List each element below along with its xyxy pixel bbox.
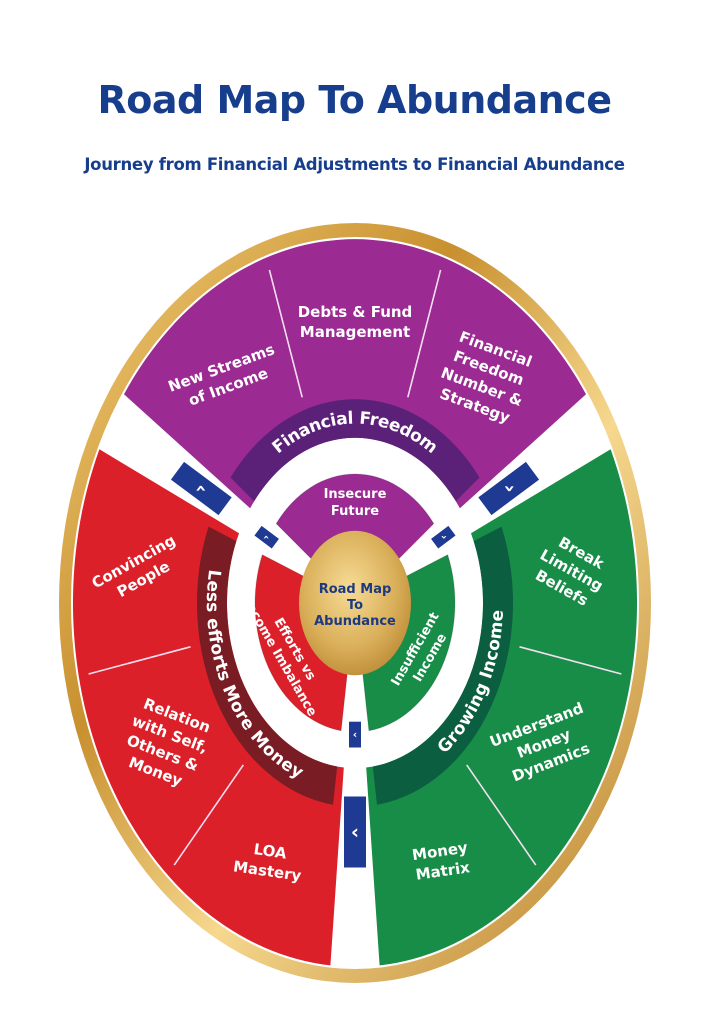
center-label-line: Abundance [314, 614, 396, 629]
financial-freedom-band [230, 399, 480, 502]
outer-connector-right: ‹ [478, 461, 540, 516]
less-efforts-more-money-divider [88, 646, 191, 675]
item-label-line: LOA [253, 840, 289, 863]
page-title: Road Map To Abundance [97, 78, 612, 122]
inner-label-line: Future [331, 504, 379, 519]
outer-connector-left: ‹ [170, 461, 232, 516]
inner-connector-bottom: ‹ [349, 721, 361, 748]
less-efforts-more-money-band [196, 526, 338, 805]
chevron-icon: ‹ [190, 484, 213, 492]
chevron-icon: ‹ [260, 535, 273, 539]
center-label-line: Road Map [319, 582, 392, 597]
page-subtitle: Journey from Financial Adjustments to Fi… [84, 155, 625, 174]
inner-connector-left: ‹ [254, 525, 279, 549]
chevron-icon: ‹ [353, 728, 357, 741]
growing-income-divider [519, 646, 622, 675]
growing-income-band [372, 526, 514, 805]
less-efforts-more-money-divider [173, 764, 244, 866]
center-label-line: To [347, 598, 363, 613]
financial-freedom-sector [124, 239, 586, 509]
inner-label-line: Insecure [324, 487, 387, 502]
chevron-icon: ‹ [437, 535, 450, 539]
growing-income-sector [366, 449, 638, 966]
outer-connector-bottom: ‹ [344, 796, 366, 868]
less-efforts-more-money-sector [72, 449, 344, 966]
center-hub [299, 530, 411, 676]
item-label-line: Management [300, 323, 410, 341]
item-label-line: Debts & Fund [298, 303, 413, 321]
financial-freedom-divider [407, 269, 442, 398]
financial-freedom-divider [268, 269, 303, 398]
growing-income-divider [466, 764, 537, 866]
inner-connector-right: ‹ [431, 525, 456, 549]
chevron-icon: ‹ [497, 484, 520, 492]
chevron-icon: ‹ [351, 821, 359, 844]
